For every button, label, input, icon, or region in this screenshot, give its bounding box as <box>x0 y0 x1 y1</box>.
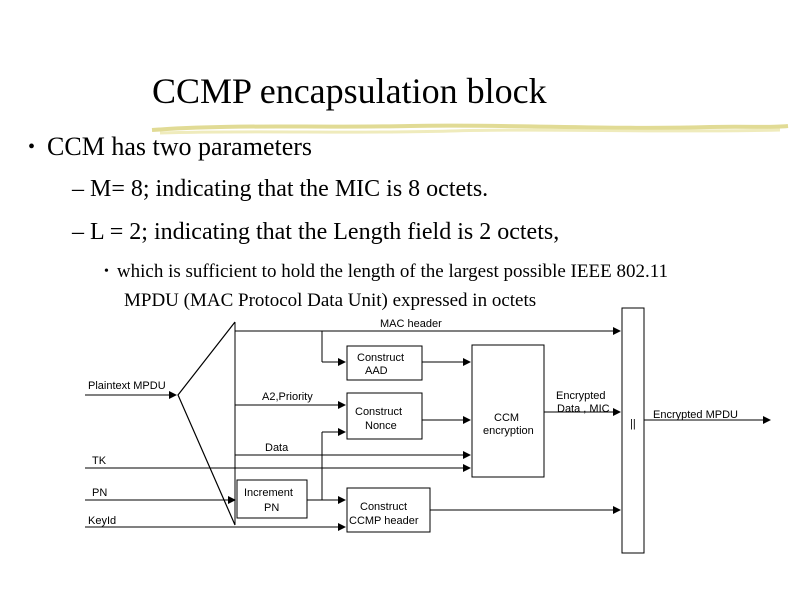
tk-label: TK <box>92 455 107 467</box>
data-label: Data <box>265 442 289 454</box>
concatenation-box <box>621 307 645 554</box>
ccmp-header-label-1: Construct <box>360 501 407 513</box>
sub-sub-bullet-line2: MPDU (MAC Protocol Data Unit) expressed … <box>124 290 537 311</box>
a2-priority-label: A2,Priority <box>262 391 313 403</box>
construct-nonce-label-2: Nonce <box>365 420 397 432</box>
bullet-dot-small: • <box>104 264 109 279</box>
construct-nonce-box <box>346 392 423 440</box>
concat-label: || <box>630 418 636 430</box>
ccmp-header-label-2: CCMP header <box>349 515 419 527</box>
encrypted-label-2: Data , MIC <box>557 403 610 415</box>
ccm-label-1: CCM <box>494 412 519 424</box>
construct-nonce-label-1: Construct <box>355 406 402 418</box>
bullet-text: CCM has two parameters <box>47 132 313 161</box>
construct-aad-box <box>346 345 423 381</box>
encrypted-label-1: Encrypted <box>556 390 606 402</box>
keyid-label: KeyId <box>88 515 116 527</box>
plaintext-mpdu-label: Plaintext MPDU <box>88 380 166 392</box>
construct-aad-label-1: Construct <box>357 352 404 364</box>
mpdu-splitter <box>177 321 236 526</box>
sub-sub-bullet: • which is sufficient to hold the length … <box>104 258 784 314</box>
mac-header-label: MAC header <box>380 318 442 330</box>
encrypted-mpdu-label: Encrypted MPDU <box>653 409 738 421</box>
ccm-label-2: encryption <box>483 425 534 437</box>
sub-sub-bullet-line1: which is sufficient to hold the length o… <box>116 261 668 282</box>
ccm-encryption-box <box>471 344 545 478</box>
construct-aad-label-2: AAD <box>365 365 388 377</box>
bullet-ccm-parameters: • CCM has two parameters <box>28 132 312 162</box>
pn-label: PN <box>92 487 107 499</box>
slide-title: CCMP encapsulation block <box>152 71 547 111</box>
sub-bullet-l: – L = 2; indicating that the Length fiel… <box>72 219 560 245</box>
title-underline <box>151 123 789 135</box>
increment-pn-label-1: Increment <box>244 487 293 499</box>
sub-bullet-m: – M= 8; indicating that the MIC is 8 oct… <box>72 176 489 202</box>
increment-pn-box <box>236 479 308 519</box>
bullet-dot: • <box>28 136 36 158</box>
increment-pn-label-2: PN <box>264 502 279 514</box>
